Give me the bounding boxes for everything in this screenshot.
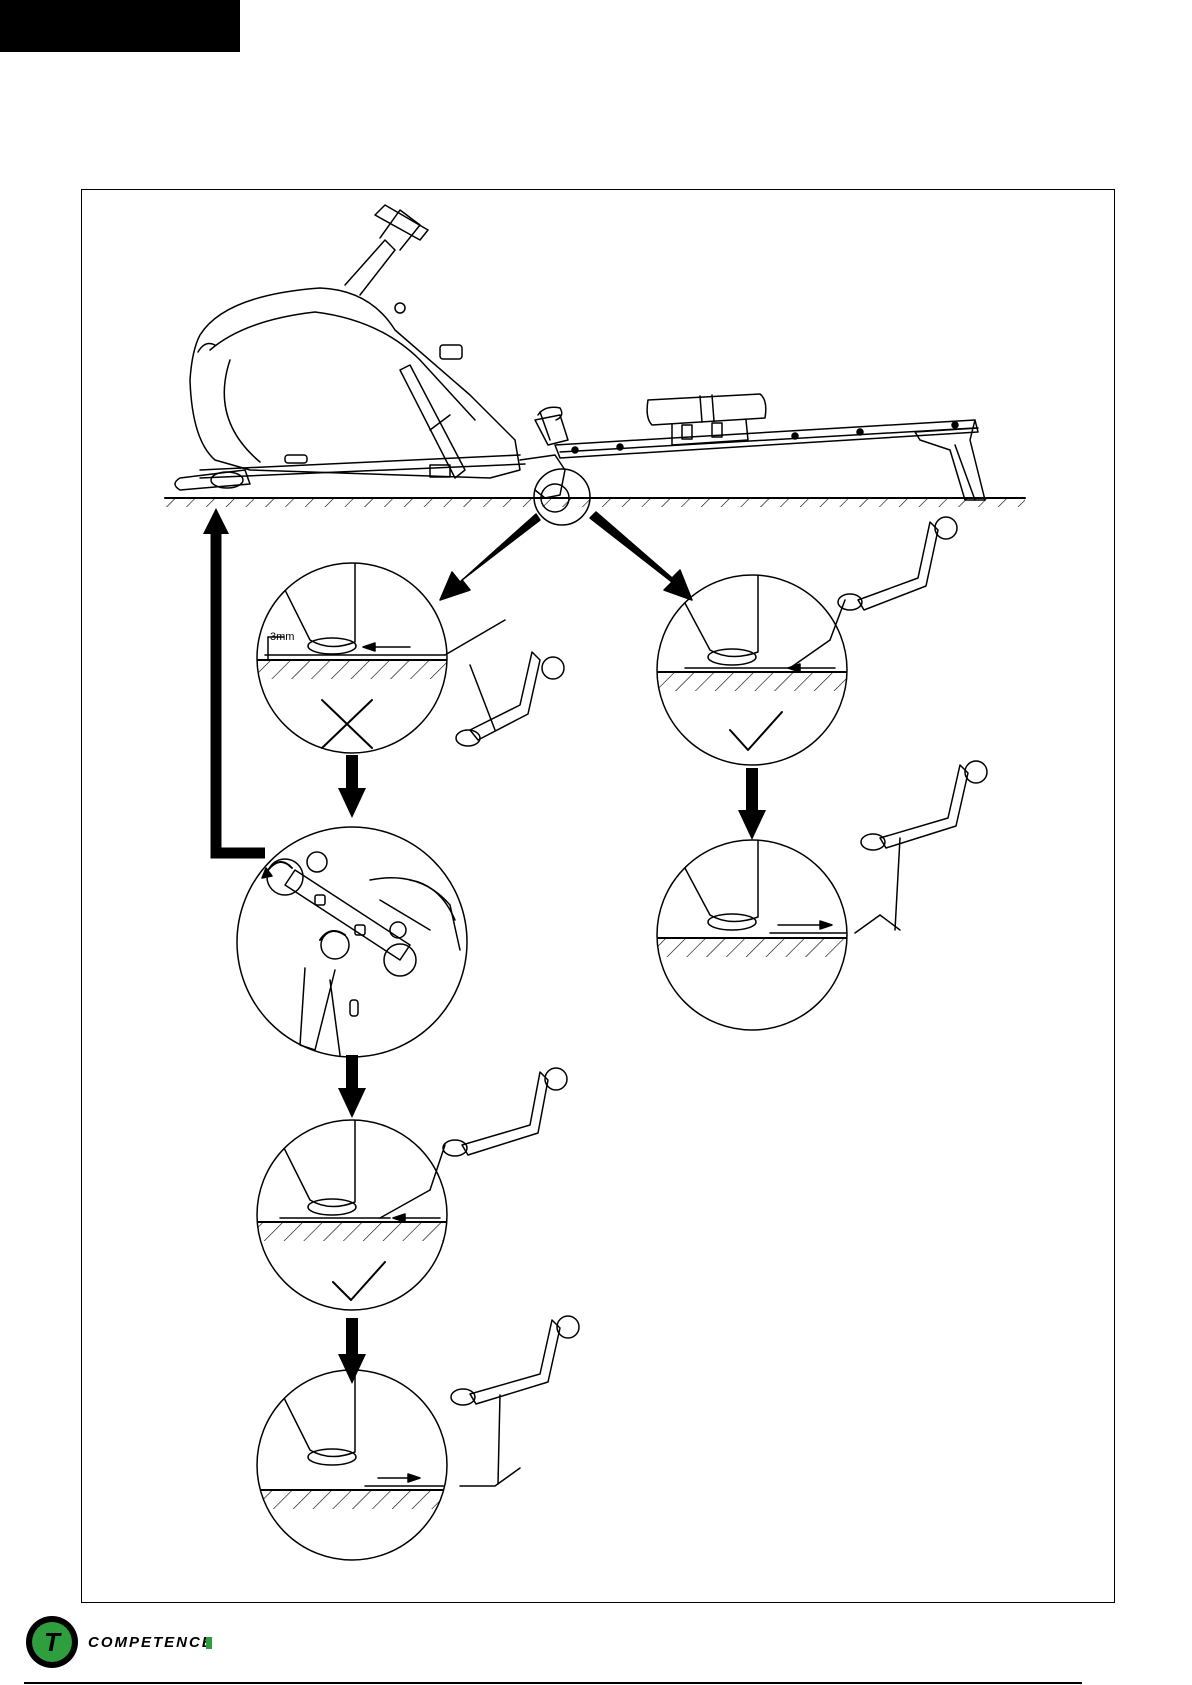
cross-icon xyxy=(322,700,372,748)
wrench-icon xyxy=(443,1068,567,1156)
wrench-icon xyxy=(456,652,564,746)
gap-dimension-label: 3mm xyxy=(270,631,294,643)
wrench-icon xyxy=(861,761,987,850)
detail-correct-after-adjust xyxy=(250,1120,460,1310)
brand-accent-mark xyxy=(206,1637,212,1649)
detail-correct-contact xyxy=(650,575,860,765)
brand-logo-icon: T xyxy=(24,1614,80,1670)
rowing-machine xyxy=(165,205,1025,512)
checkmark-icon xyxy=(333,1262,385,1300)
wrench-icon xyxy=(838,517,957,610)
checkmark-icon xyxy=(730,712,782,750)
svg-text:T: T xyxy=(44,1627,62,1657)
footer: T COMPETENCE xyxy=(24,1612,1124,1685)
detail-remove-wrench-final xyxy=(250,1370,520,1560)
wrench-icon xyxy=(451,1316,579,1405)
brand-name: COMPETENCE xyxy=(88,1634,214,1651)
footer-divider xyxy=(24,1682,1082,1684)
detail-adjust-foot xyxy=(237,827,467,1057)
detail-remove-wrench xyxy=(650,838,900,1030)
